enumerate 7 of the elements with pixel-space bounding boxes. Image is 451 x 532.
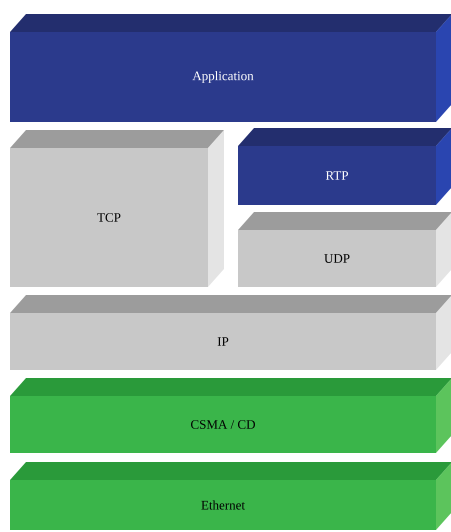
layer-block: Application bbox=[10, 14, 451, 122]
layer-block: RTP bbox=[238, 128, 451, 205]
layer-block: CSMA / CD bbox=[10, 378, 451, 453]
layer-block: TCP bbox=[10, 130, 224, 287]
layer-block: UDP bbox=[238, 212, 451, 287]
layer-block: Ethernet bbox=[10, 462, 451, 530]
layer-block: IP bbox=[10, 295, 451, 370]
